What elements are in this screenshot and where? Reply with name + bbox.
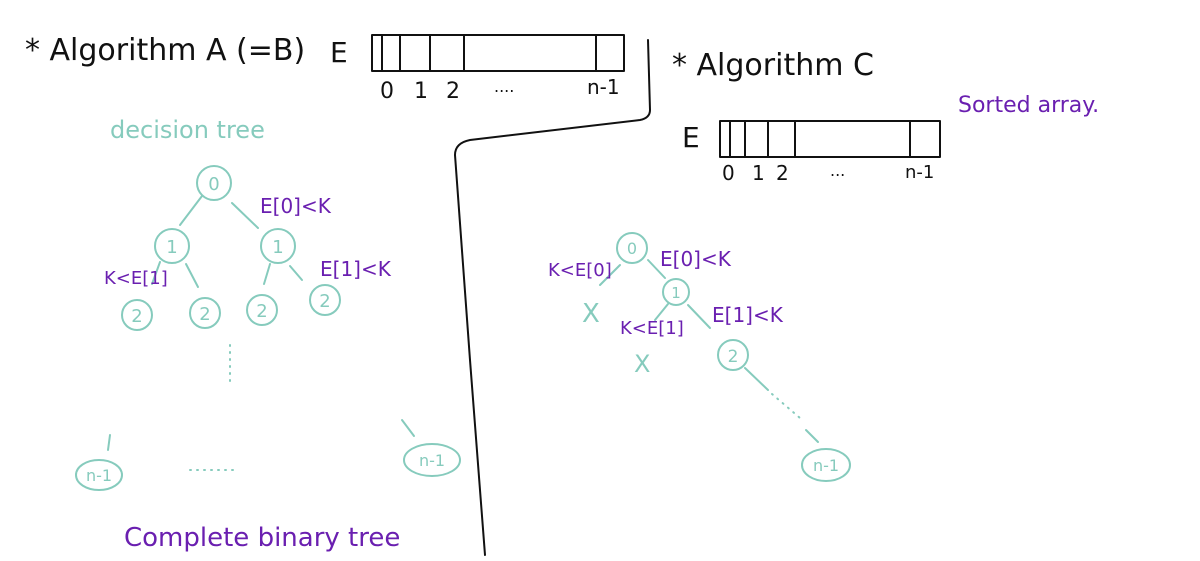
- tree-node-level2-a: 2: [121, 299, 153, 331]
- svg-text:1: 1: [166, 237, 177, 258]
- right-node-last: n-1: [801, 448, 851, 482]
- right-title: * Algorithm C: [672, 48, 874, 83]
- svg-text:2: 2: [319, 291, 330, 312]
- left-cond-right: E[1]<K: [320, 257, 392, 281]
- left-index-0: 0: [380, 79, 394, 104]
- left-cond-root: E[0]<K: [260, 194, 332, 218]
- right-array-name: E: [682, 121, 700, 154]
- right-index-0: 0: [722, 161, 735, 185]
- left-array-name: E: [330, 36, 348, 69]
- tree-node-level1-right: 1: [260, 228, 296, 264]
- left-index-last: n-1: [587, 75, 620, 99]
- tree-node-level2-c: 2: [246, 294, 278, 326]
- right-index-ellipsis: ...: [830, 161, 845, 180]
- sorted-array-note: Sorted array.: [958, 93, 1099, 118]
- left-index-2: 2: [446, 79, 460, 104]
- right-cond-second-left: K<E[1]: [620, 318, 684, 339]
- right-node-root: 0: [616, 232, 648, 264]
- right-fail-mark-1: X: [582, 299, 600, 329]
- svg-text:1: 1: [272, 237, 283, 258]
- svg-text:0: 0: [208, 174, 219, 195]
- tree-node-root: 0: [196, 165, 232, 201]
- right-cond-root-left: K<E[0]: [548, 260, 612, 281]
- svg-text:2: 2: [728, 347, 739, 367]
- right-tree-edges: [599, 259, 819, 443]
- right-fail-mark-2: X: [634, 350, 650, 378]
- left-array-box: [371, 34, 625, 72]
- svg-text:n-1: n-1: [813, 456, 839, 475]
- left-cond-left: K<E[1]: [104, 268, 168, 289]
- right-index-2: 2: [776, 161, 789, 185]
- svg-text:2: 2: [256, 301, 267, 322]
- tree-node-level1-left: 1: [154, 228, 190, 264]
- right-array-box: [719, 120, 941, 158]
- right-index-1: 1: [752, 161, 765, 185]
- right-index-last: n-1: [905, 162, 934, 183]
- right-cond-second-right: E[1]<K: [712, 303, 784, 327]
- tree-leaf-right: n-1: [403, 443, 461, 477]
- tree-node-level2-d: 2: [309, 284, 341, 316]
- decision-tree-label: decision tree: [110, 116, 265, 144]
- right-cond-root-right: E[0]<K: [660, 247, 732, 271]
- svg-text:2: 2: [199, 304, 210, 325]
- svg-text:0: 0: [627, 239, 637, 258]
- svg-text:n-1: n-1: [419, 451, 445, 470]
- tree-leaf-left: n-1: [75, 459, 123, 491]
- left-index-ellipsis: ....: [494, 77, 514, 96]
- left-index-1: 1: [414, 79, 428, 104]
- left-title: * Algorithm A (=B): [25, 33, 305, 68]
- svg-text:1: 1: [671, 284, 681, 302]
- svg-text:n-1: n-1: [86, 466, 112, 485]
- right-node-third: 2: [717, 339, 749, 371]
- tree-node-level2-b: 2: [189, 297, 221, 329]
- left-tree-edges: [107, 195, 415, 471]
- left-caption: Complete binary tree: [124, 523, 400, 553]
- right-node-second: 1: [662, 278, 690, 306]
- svg-text:2: 2: [131, 306, 142, 327]
- divider-line: [454, 39, 651, 556]
